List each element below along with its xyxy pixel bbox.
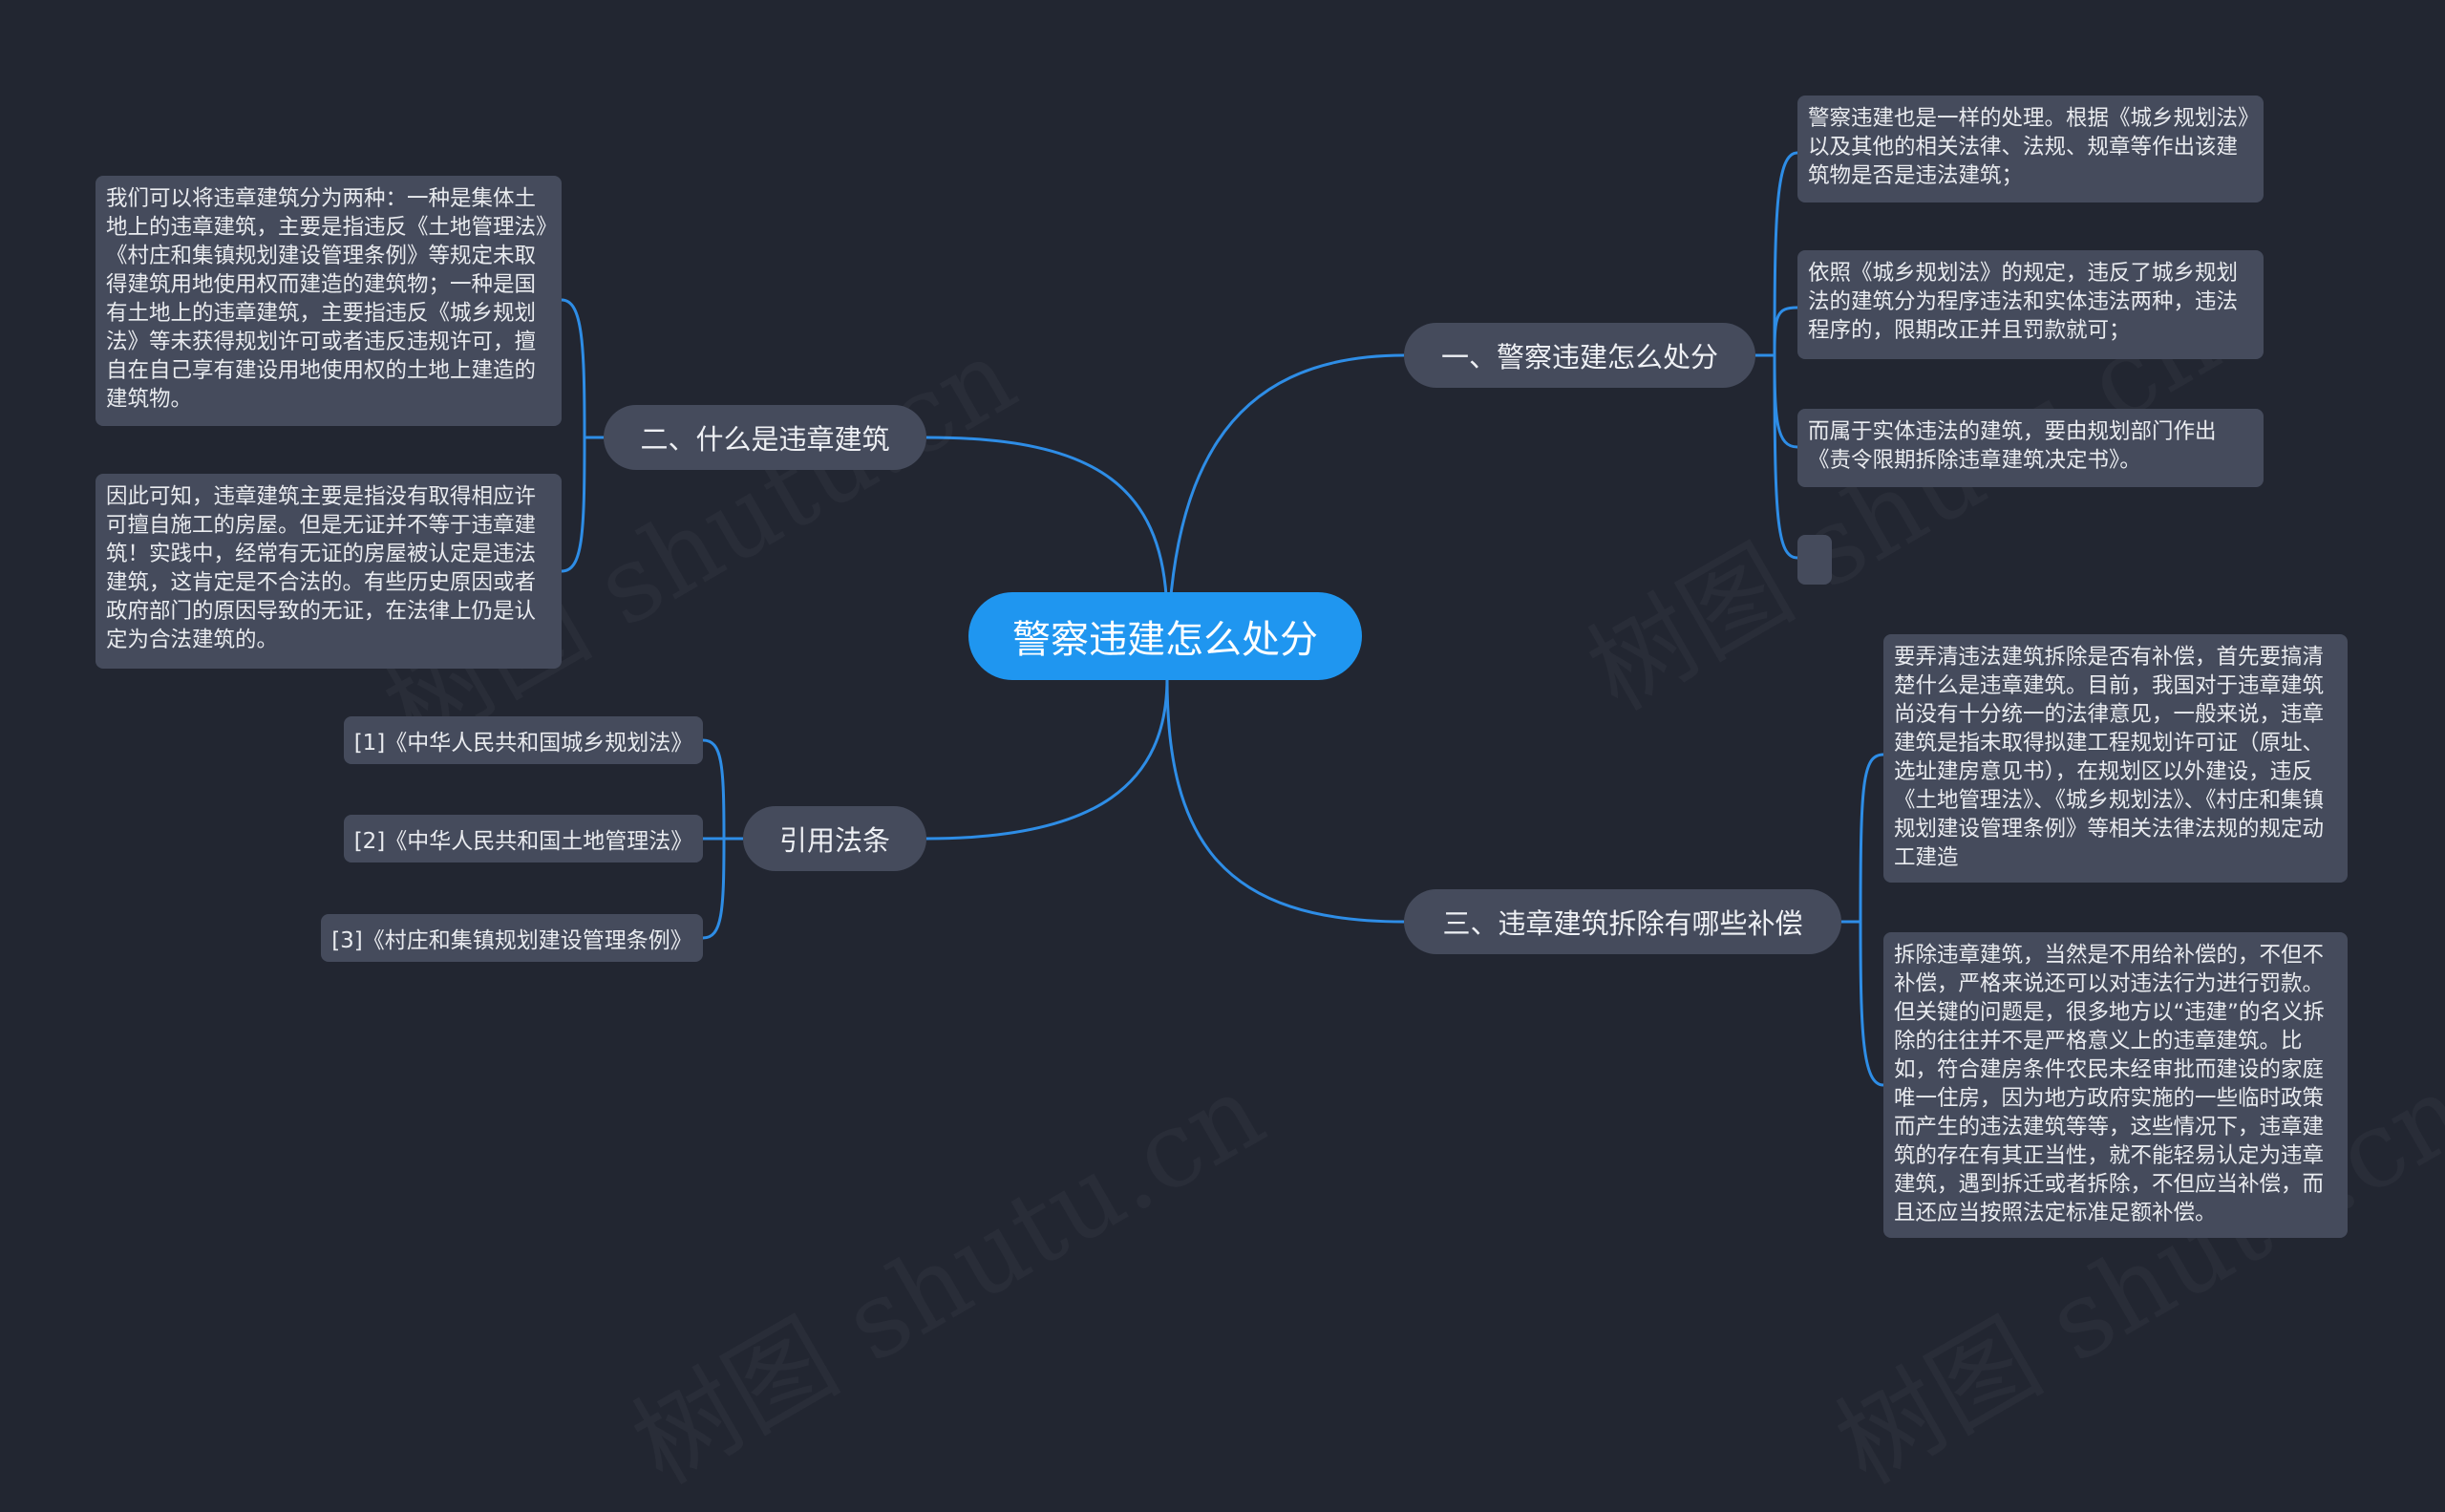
link-b4-ref1 — [702, 738, 726, 840]
mind-map-canvas: 树图 shutu.cn 树图 shutu.cn 树图 shutu.cn 树图 s… — [96, 96, 2348, 1238]
link-b2-leaf2 — [561, 437, 586, 573]
leaf-b3-2[interactable]: 拆除违章建筑，当然是不用给补偿的，不但不补偿，严格来说还可以对违法行为进行罚款。… — [1883, 932, 2348, 1238]
leaf-b1-empty[interactable] — [1797, 535, 1832, 585]
branch-topic-definition[interactable]: 二、什么是违章建筑 — [604, 405, 926, 470]
link-b3-leaf2 — [1859, 921, 1884, 1087]
branch-topic-compensation[interactable]: 三、违章建筑拆除有哪些补偿 — [1404, 889, 1841, 954]
link-b1-leaf3 — [1773, 354, 1798, 449]
leaf-b1-2[interactable]: 依照《城乡规划法》的规定，违反了城乡规划法的建筑分为程序违法和实体违法两种，违法… — [1797, 250, 2264, 359]
link-b4-ref3 — [702, 838, 726, 940]
connector-lines — [561, 151, 1884, 1087]
leaf-b1-1[interactable]: 警察违建也是一样的处理。根据《城乡规划法》以及其他的相关法律、法规、规章等作出该… — [1797, 96, 2264, 202]
link-b1-leaf1 — [1773, 151, 1798, 356]
link-b1-leaf4 — [1773, 354, 1798, 560]
leaf-b2-2[interactable]: 因此可知，违章建筑主要是指没有取得相应许可擅自施工的房屋。但是无证并不等于违章建… — [96, 474, 562, 669]
leaf-b1-3[interactable]: 而属于实体违法的建筑，要由规划部门作出《责令限期拆除违章建筑决定书》。 — [1797, 409, 2264, 487]
branch-topic-punishment[interactable]: 一、警察违建怎么处分 — [1404, 323, 1755, 388]
link-b1-leaf2 — [1773, 306, 1798, 356]
link-root-b3 — [1165, 677, 1405, 924]
root-topic[interactable]: 警察违建怎么处分 — [968, 592, 1362, 680]
ref-item-1[interactable]: [1]《中华人民共和国城乡规划法》 — [344, 716, 703, 764]
leaf-b2-1[interactable]: 我们可以将违章建筑分为两种：一种是集体土地上的违章建筑，主要是指违反《土地管理法… — [96, 176, 562, 426]
branch-topic-references[interactable]: 引用法条 — [743, 806, 926, 871]
leaf-b3-1[interactable]: 要弄清违法建筑拆除是否有补偿，首先要搞清楚什么是违章建筑。目前，我国对于违章建筑… — [1883, 634, 2348, 883]
link-b2-leaf1 — [561, 298, 586, 438]
ref-item-3[interactable]: [3]《村庄和集镇规划建设管理条例》 — [321, 914, 703, 962]
link-root-b4 — [925, 677, 1169, 841]
link-b3-leaf1 — [1859, 753, 1884, 923]
link-root-b2 — [925, 436, 1169, 622]
ref-item-2[interactable]: [2]《中华人民共和国土地管理法》 — [344, 815, 703, 862]
